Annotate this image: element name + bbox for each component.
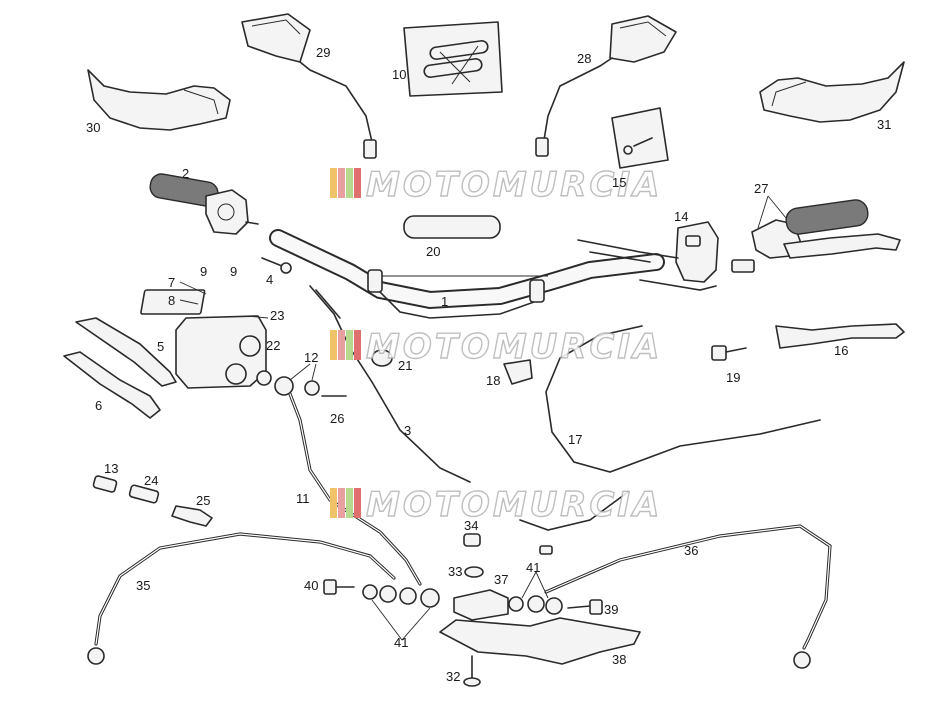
part-label-16: 16: [834, 343, 848, 358]
part-label-36: 36: [684, 543, 698, 558]
watermark-text: MOTOMURCIA: [366, 327, 662, 367]
brake-hose-36: [544, 524, 832, 669]
part-label-39: 39: [604, 602, 618, 617]
front-brake-master-cylinder: [75, 289, 267, 389]
part-label-40: 40: [304, 578, 318, 593]
part-label-9b: 9: [230, 264, 237, 279]
clutch-lever-assembly: [731, 199, 901, 273]
part-label-41b: 41: [526, 560, 540, 575]
bracket-38: [439, 617, 641, 665]
clutch-lever: [775, 323, 905, 349]
adjuster-13: [92, 475, 118, 493]
left-hand-guard: [87, 69, 231, 131]
screw-4: [261, 257, 292, 274]
right-hand-guard: [759, 61, 905, 123]
part-label-29: 29: [316, 45, 330, 60]
part-label-1: 1: [441, 294, 448, 309]
watermark-bottom: MOTOMURCIA: [330, 484, 662, 526]
clamp-21: [371, 349, 393, 367]
part-label-14: 14: [674, 209, 688, 224]
part-label-31: 31: [877, 117, 891, 132]
block-37: [453, 589, 509, 621]
washers-41-left: [362, 584, 440, 608]
screw-32: [463, 655, 481, 687]
washer-12b: [304, 380, 320, 396]
part-label-17: 17: [568, 432, 582, 447]
washer-22: [256, 370, 272, 386]
part-label-24: 24: [144, 473, 158, 488]
throttle-grip: [149, 173, 259, 235]
screw-19: [711, 345, 747, 361]
part-label-30: 30: [86, 120, 100, 135]
screws-kit-box: [611, 107, 669, 169]
right-mirror: [535, 15, 677, 157]
part-label-34: 34: [464, 518, 478, 533]
watermark-text: MOTOMURCIA: [366, 485, 662, 525]
watermark-text: MOTOMURCIA: [366, 165, 662, 205]
watermark-middle: MOTOMURCIA: [330, 326, 662, 368]
part-label-9a: 9: [200, 264, 207, 279]
leader-lines: [179, 195, 787, 641]
part-label-25: 25: [196, 493, 210, 508]
part-label-32: 32: [446, 669, 460, 684]
washer-12a: [274, 376, 294, 396]
watermark-top: MOTOMURCIA: [330, 164, 662, 206]
front-brake-lever: [63, 351, 161, 419]
part-label-35: 35: [136, 578, 150, 593]
cable-end-center: [519, 491, 629, 555]
left-mirror: [241, 13, 377, 159]
washers-41-right: [508, 595, 563, 615]
switch-24: [128, 484, 160, 504]
brake-hose-35: [87, 532, 396, 665]
part-label-8: 8: [168, 293, 175, 308]
light-switch: [577, 221, 719, 291]
part-label-2: 2: [182, 166, 189, 181]
part-label-11: 11: [296, 491, 310, 506]
part-label-13: 13: [104, 461, 118, 476]
part-label-12: 12: [304, 350, 318, 365]
part-label-7: 7: [168, 275, 175, 290]
part-label-4: 4: [266, 272, 273, 287]
part-label-37: 37: [494, 572, 508, 587]
clamp-18: [503, 359, 533, 385]
part-label-19: 19: [726, 370, 740, 385]
part-label-23: 23: [270, 308, 284, 323]
part-label-6: 6: [95, 398, 102, 413]
grips-set-box: [403, 21, 503, 97]
part-number-labels: 1 2 3 4 5 6 7 8 9 9 10 11 12 13 14 15 16…: [86, 45, 891, 684]
part-label-22: 22: [266, 338, 280, 353]
bolt-39: [567, 599, 603, 615]
throttle-cable-3: [309, 285, 471, 483]
part-label-33: 33: [448, 564, 462, 579]
part-label-10: 10: [392, 67, 406, 82]
part-label-20: 20: [426, 244, 440, 259]
handlebar: [269, 229, 665, 319]
boot-25: [171, 505, 213, 527]
part-label-18: 18: [486, 373, 500, 388]
part-label-21: 21: [398, 358, 412, 373]
part-label-15: 15: [612, 175, 626, 190]
part-label-41a: 41: [394, 635, 408, 650]
part-label-5: 5: [157, 339, 164, 354]
nut-34: [463, 533, 481, 547]
part-label-28: 28: [577, 51, 591, 66]
part-label-27: 27: [754, 181, 768, 196]
part-label-38: 38: [612, 652, 626, 667]
part-label-26: 26: [330, 411, 344, 426]
washer-33: [464, 566, 484, 578]
part-label-3: 3: [404, 423, 411, 438]
handlebar-pad: [403, 215, 501, 239]
clutch-cable-17: [545, 325, 821, 473]
bolt-40: [323, 579, 355, 595]
